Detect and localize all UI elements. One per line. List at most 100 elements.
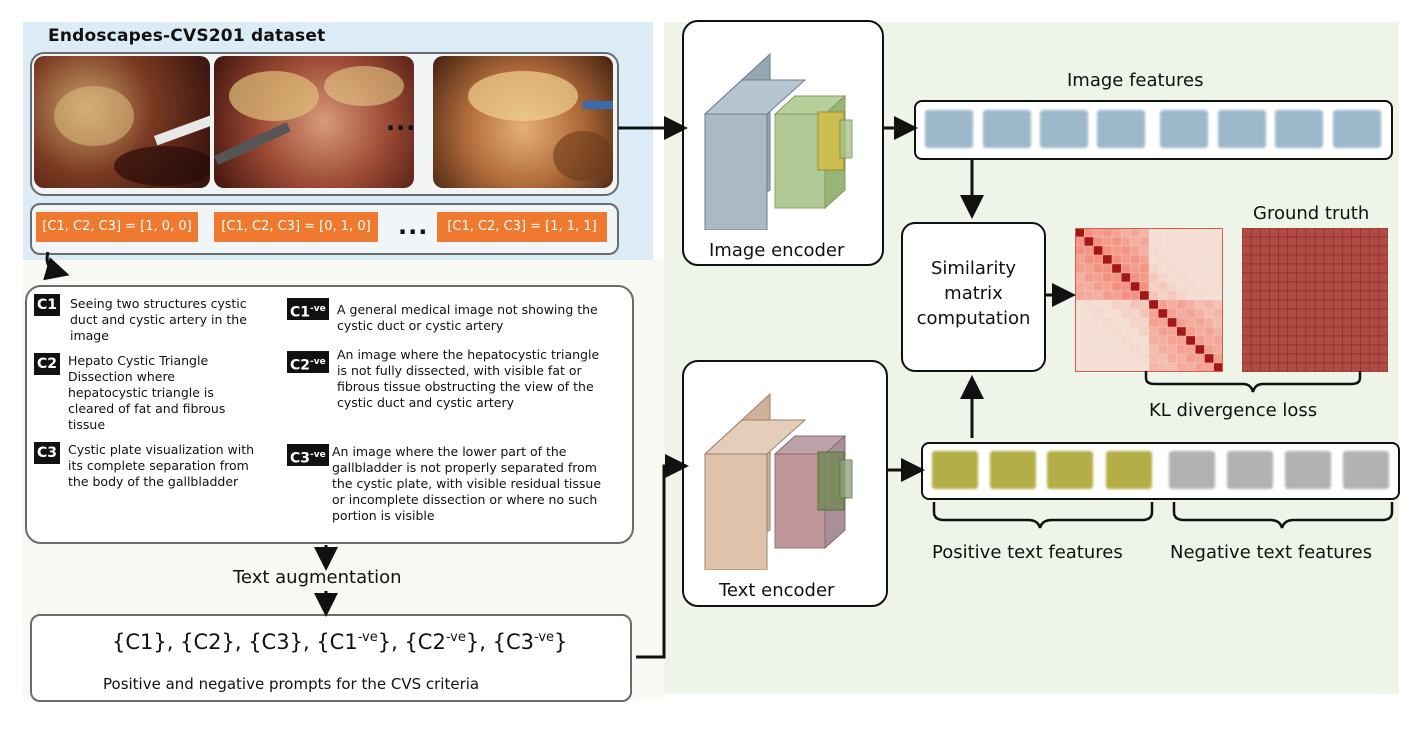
ground-truth-cell bbox=[1360, 353, 1370, 364]
ground-truth-cell bbox=[1369, 254, 1380, 265]
heatmap-cell bbox=[1111, 299, 1122, 310]
heatmap-cell bbox=[1121, 299, 1131, 310]
heatmap-cell bbox=[1121, 362, 1131, 373]
ground-truth-cell bbox=[1360, 308, 1370, 319]
ground-truth-cell bbox=[1241, 344, 1252, 355]
ground-truth-cell bbox=[1269, 317, 1279, 328]
heatmap-cell bbox=[1213, 344, 1224, 355]
ground-truth-cell bbox=[1378, 290, 1389, 301]
ground-truth-cell bbox=[1351, 236, 1361, 247]
ground-truth-cell bbox=[1287, 353, 1297, 364]
heatmap-cell bbox=[1102, 326, 1113, 337]
heatmap-cell bbox=[1139, 254, 1150, 265]
heatmap-cell bbox=[1111, 326, 1122, 337]
heatmap-cell bbox=[1213, 299, 1224, 310]
ground-truth-cell bbox=[1333, 227, 1343, 238]
ground-truth-cell bbox=[1333, 272, 1343, 283]
ground-truth-matrix bbox=[1241, 227, 1389, 376]
heatmap-cell bbox=[1204, 254, 1214, 265]
heatmap-cell bbox=[1084, 290, 1094, 301]
heatmap-cell bbox=[1148, 335, 1159, 346]
ground-truth-cell bbox=[1360, 236, 1370, 247]
ground-truth-cell bbox=[1323, 353, 1334, 364]
heatmap-cell bbox=[1158, 290, 1168, 301]
ground-truth-cell bbox=[1333, 326, 1343, 337]
ground-truth-cell bbox=[1287, 272, 1297, 283]
heatmap-cell bbox=[1167, 353, 1177, 364]
heatmap-cell bbox=[1167, 245, 1177, 256]
ground-truth-cell bbox=[1305, 344, 1316, 355]
ground-truth-cell bbox=[1269, 308, 1279, 319]
ground-truth-cell bbox=[1287, 281, 1297, 292]
heatmap-cell bbox=[1102, 245, 1113, 256]
feature-braces bbox=[932, 502, 1394, 529]
heatmap-cell bbox=[1084, 236, 1094, 247]
heatmap-cell bbox=[1121, 308, 1131, 319]
image-feature-cell bbox=[983, 110, 1031, 148]
heatmap-cell bbox=[1121, 254, 1131, 265]
heatmap-cell bbox=[1139, 308, 1150, 319]
ground-truth-cell bbox=[1269, 344, 1279, 355]
ground-truth-cell bbox=[1369, 326, 1380, 337]
ground-truth-cell bbox=[1378, 335, 1389, 346]
heatmap-cell bbox=[1148, 308, 1159, 319]
heatmap-cell bbox=[1176, 317, 1187, 328]
ground-truth-cell bbox=[1260, 335, 1270, 346]
ground-truth-cell bbox=[1333, 308, 1343, 319]
heatmap-cell bbox=[1111, 227, 1122, 238]
heatmap-cell bbox=[1204, 326, 1214, 337]
criterion-tag-c2: C2 bbox=[34, 353, 61, 375]
image-feature-cell bbox=[1160, 110, 1208, 148]
image-encoder-label: Image encoder bbox=[709, 240, 845, 261]
heatmap-cell bbox=[1195, 254, 1205, 265]
ground-truth-cell bbox=[1351, 227, 1361, 238]
ground-truth-cell bbox=[1241, 254, 1252, 265]
heatmap-cell bbox=[1130, 254, 1140, 265]
ground-truth-cell bbox=[1314, 254, 1325, 265]
ground-truth-cell bbox=[1278, 326, 1288, 337]
image-feature-cell bbox=[1097, 110, 1145, 148]
heatmap-cell bbox=[1074, 227, 1085, 238]
ground-truth-cell bbox=[1360, 272, 1370, 283]
ground-truth-cell bbox=[1305, 317, 1316, 328]
heatmap-cell bbox=[1121, 263, 1131, 274]
ground-truth-cell bbox=[1278, 335, 1288, 346]
heatmap-cell bbox=[1213, 227, 1224, 238]
heatmap-cell bbox=[1074, 335, 1085, 346]
ground-truth-cell bbox=[1314, 245, 1325, 256]
heatmap-cell bbox=[1074, 326, 1085, 337]
heatmap-cell bbox=[1111, 281, 1122, 292]
ground-truth-cell bbox=[1378, 263, 1389, 274]
ground-truth-cell bbox=[1269, 245, 1279, 256]
heatmap-cell bbox=[1213, 281, 1224, 292]
heatmap-cell bbox=[1204, 272, 1214, 283]
heatmap-cell bbox=[1130, 227, 1140, 238]
heatmap-cell bbox=[1111, 308, 1122, 319]
heatmap-cell bbox=[1130, 299, 1140, 310]
ground-truth-cell bbox=[1351, 326, 1361, 337]
ground-truth-cell bbox=[1278, 317, 1288, 328]
heatmap-cell bbox=[1121, 272, 1131, 283]
heatmap-cell bbox=[1102, 335, 1113, 346]
text-encoder-cnn-icon bbox=[703, 392, 853, 570]
ground-truth-cell bbox=[1323, 290, 1334, 301]
ground-truth-cell bbox=[1260, 281, 1270, 292]
ground-truth-cell bbox=[1314, 326, 1325, 337]
heatmap-cell bbox=[1148, 299, 1159, 310]
heatmap-cell bbox=[1176, 353, 1187, 364]
heatmap-cell bbox=[1111, 317, 1122, 328]
prompt-box bbox=[30, 614, 632, 702]
ground-truth-cell bbox=[1296, 290, 1307, 301]
ground-truth-cell bbox=[1296, 272, 1307, 283]
heatmap-cell bbox=[1139, 236, 1150, 247]
heatmap-cell bbox=[1111, 362, 1122, 373]
heatmap-cell bbox=[1084, 326, 1094, 337]
ground-truth-cell bbox=[1342, 299, 1352, 310]
ground-truth-cell bbox=[1296, 263, 1307, 274]
ground-truth-cell bbox=[1351, 299, 1361, 310]
ground-truth-cell bbox=[1369, 344, 1380, 355]
heatmap-cell bbox=[1204, 353, 1214, 364]
heatmap-cell bbox=[1176, 290, 1187, 301]
heatmap-cell bbox=[1111, 245, 1122, 256]
image-feature-cell bbox=[1333, 110, 1381, 148]
